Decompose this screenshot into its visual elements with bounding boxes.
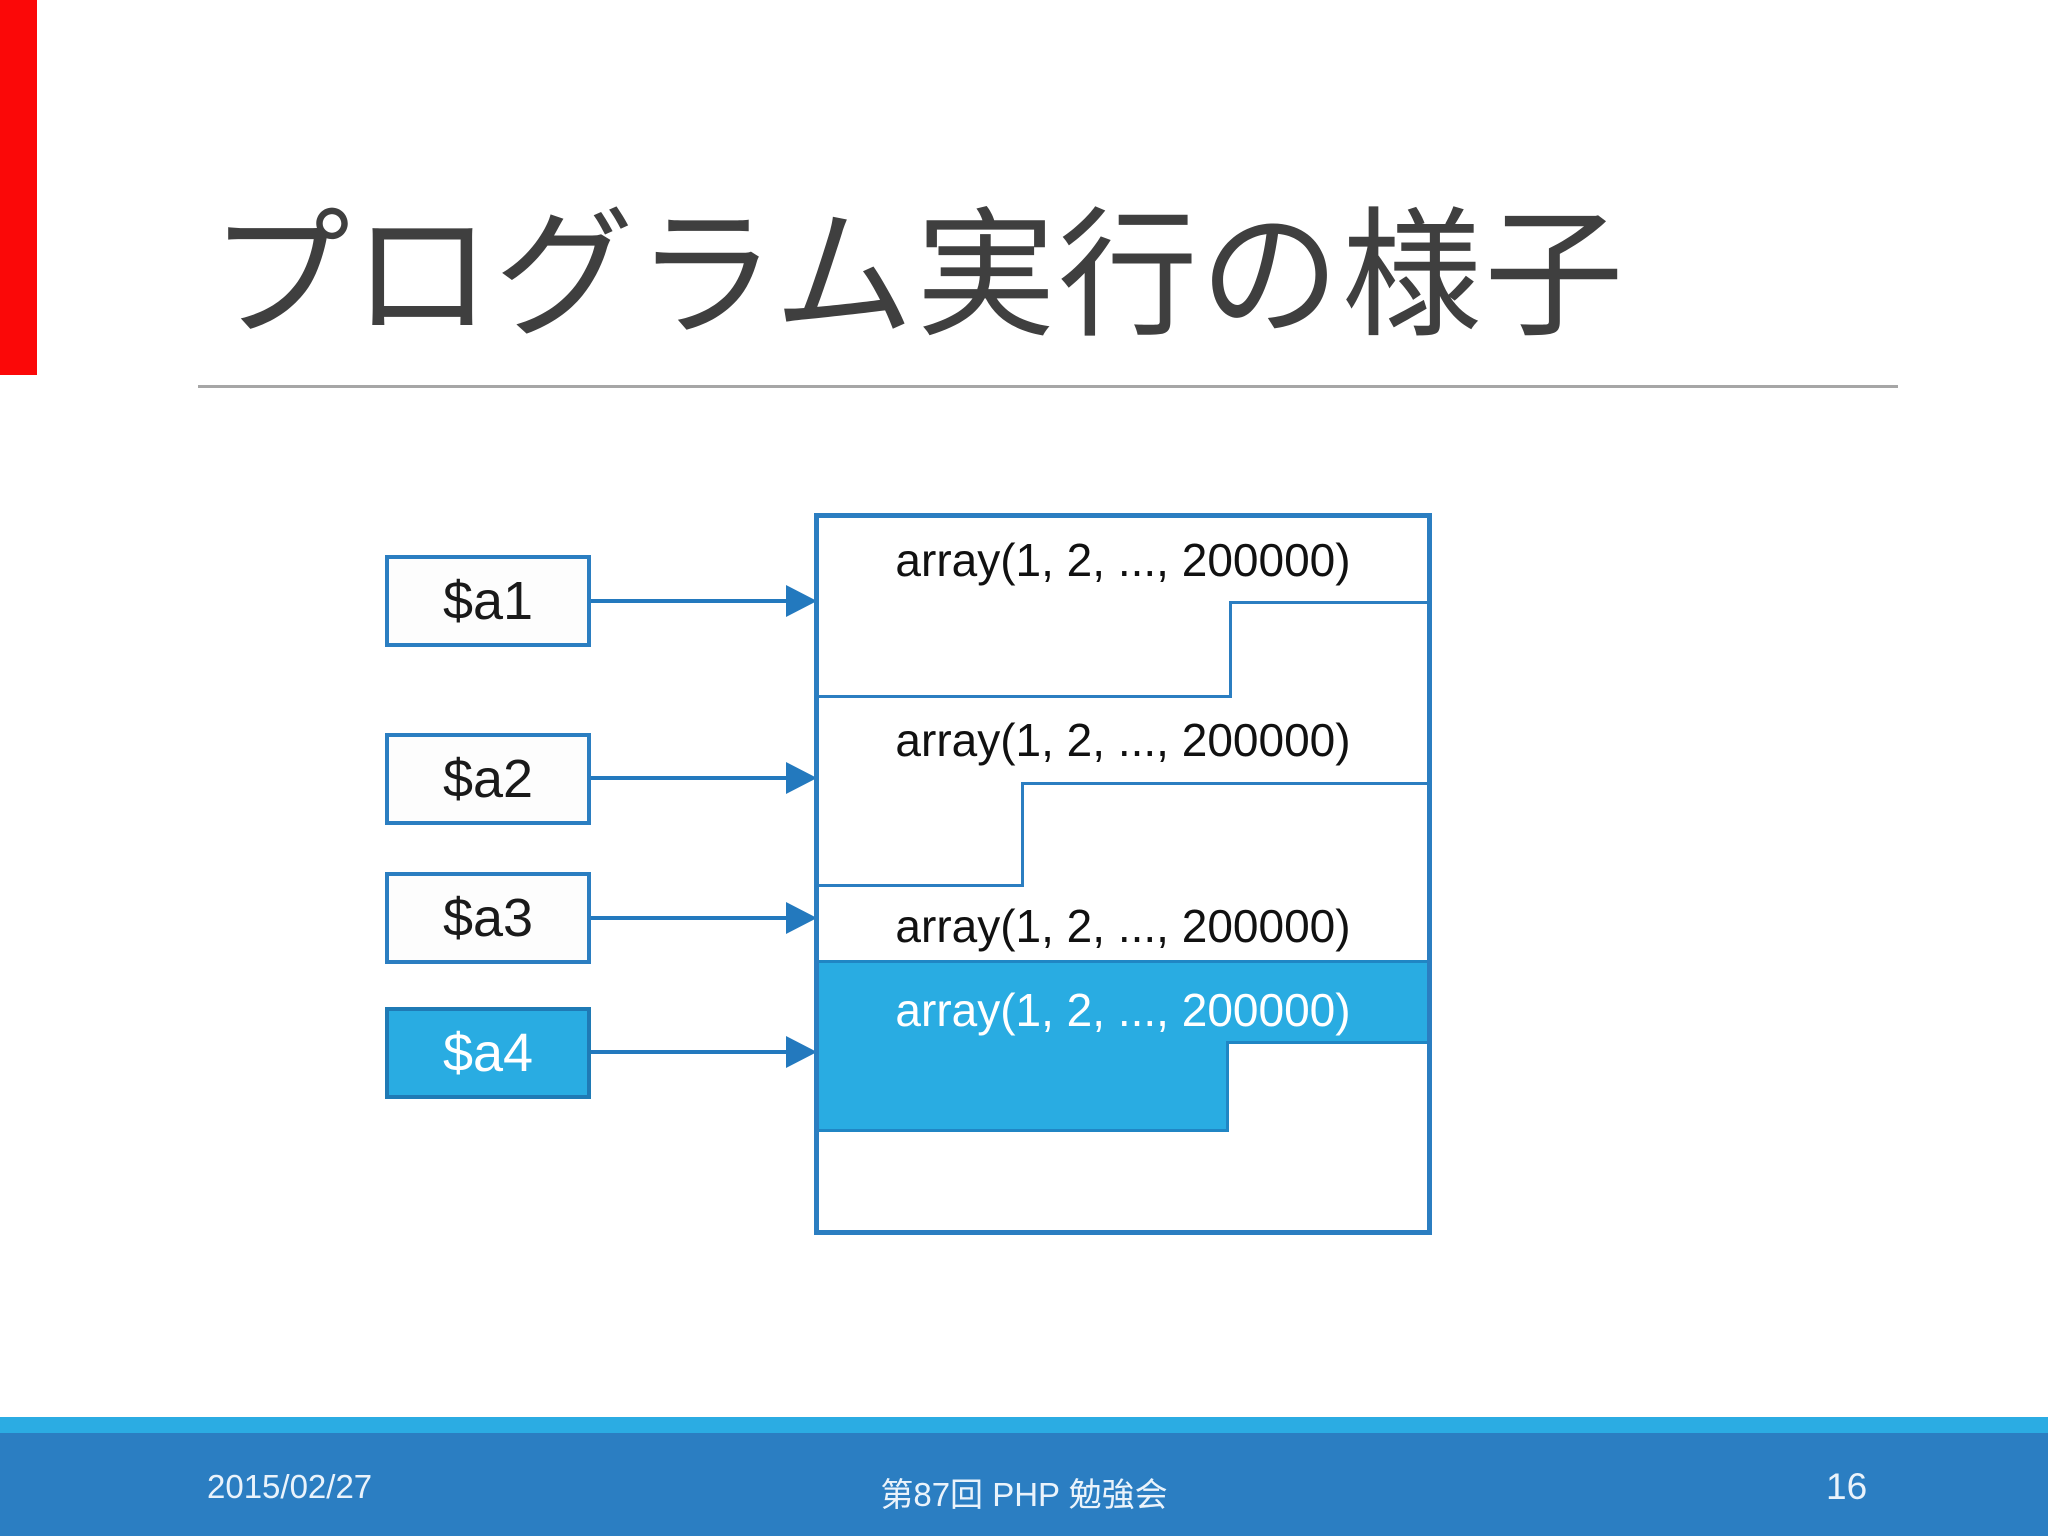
block-divider-line [1229, 601, 1232, 698]
page-number: 16 [1826, 1466, 1868, 1507]
variable-label: $a4 [442, 1023, 534, 1083]
memory-block-label-3: array(1, 2, ..., 200000) [895, 900, 1351, 952]
memory-block-label-2: array(1, 2, ..., 200000) [895, 714, 1351, 766]
footer-date: 2015/02/27 [207, 1468, 373, 1505]
memory-block-label-4: array(1, 2, ..., 200000) [895, 984, 1351, 1036]
footer-band [0, 1433, 2048, 1536]
block-divider-line [1226, 1041, 1427, 1044]
pointer-arrowhead-a1 [786, 585, 817, 617]
red-marker-overlay [0, 0, 37, 375]
block-divider-line [1229, 601, 1427, 604]
block-divider-line [819, 884, 1024, 887]
variable-box-a3: $a3 [385, 872, 591, 964]
pointer-arrowhead-a3 [786, 902, 817, 934]
pointer-arrowhead-a4 [786, 1036, 817, 1068]
pointer-arrow-a4 [591, 1050, 788, 1054]
block-divider-line [1021, 782, 1427, 785]
slide-title: プログラム実行の様子 [210, 197, 1626, 354]
variable-box-a1: $a1 [385, 555, 591, 647]
variable-box-a2: $a2 [385, 733, 591, 825]
block-divider-line [1021, 782, 1024, 887]
variable-label: $a3 [442, 888, 534, 948]
pointer-arrow-a2 [591, 776, 788, 780]
title-underline [198, 385, 1898, 388]
memory-box: array(1, 2, ..., 200000) array(1, 2, ...… [814, 513, 1432, 1235]
block-divider-line [819, 1129, 1229, 1132]
block-divider-line [819, 695, 1232, 698]
block-divider-line [819, 960, 1427, 963]
block-divider-line [1226, 1041, 1229, 1132]
variable-label: $a2 [442, 749, 534, 809]
footer-accent-strip [0, 1417, 2048, 1433]
footer-event-title: 第87回 PHP 勉強会 [880, 1476, 1168, 1513]
pointer-arrowhead-a2 [786, 762, 817, 794]
pointer-arrow-a1 [591, 599, 788, 603]
memory-block-label-1: array(1, 2, ..., 200000) [895, 534, 1351, 586]
variable-label: $a1 [442, 571, 534, 631]
variable-box-a4: $a4 [385, 1007, 591, 1099]
pointer-arrow-a3 [591, 916, 788, 920]
